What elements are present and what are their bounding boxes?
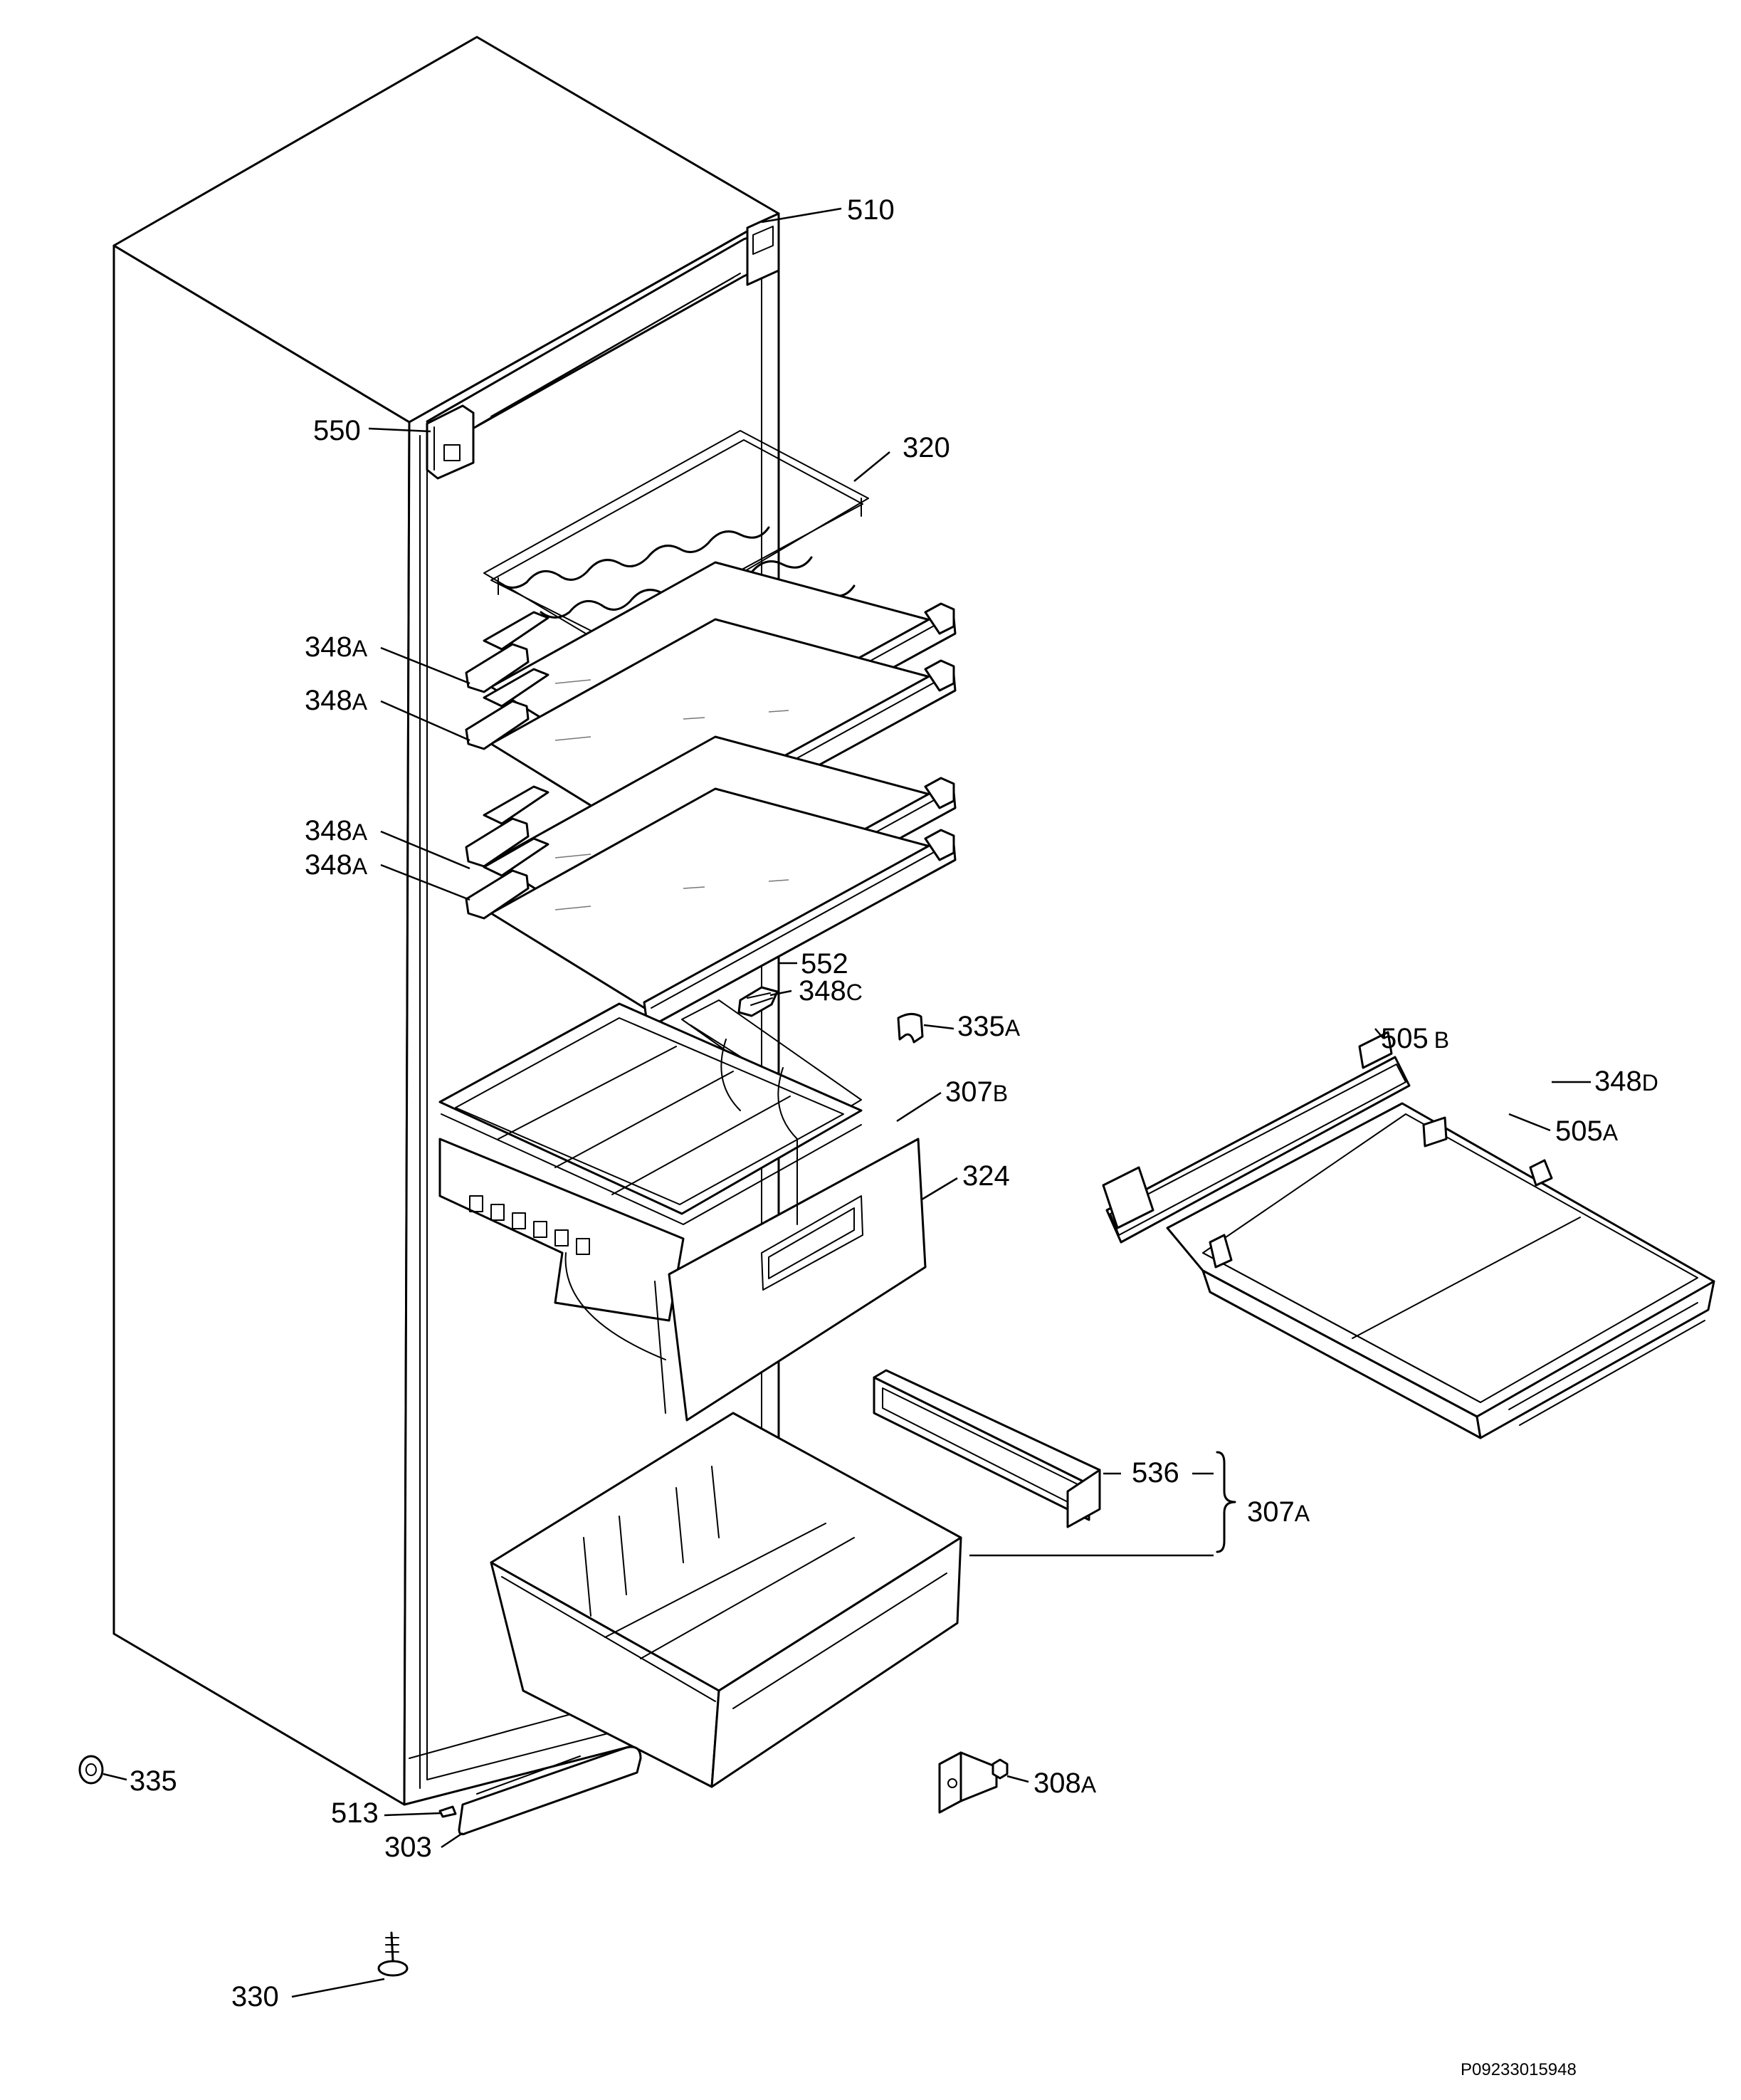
label-348a-1: 348A xyxy=(305,631,368,663)
label-348c: 348C xyxy=(799,975,863,1007)
part-labels: 510 550 320 348A 348A 348A 348A 552 348C… xyxy=(130,194,1658,2079)
base-grille-303 xyxy=(458,1745,642,1836)
label-513: 513 xyxy=(331,1797,379,1829)
hinge-308a xyxy=(938,1751,1009,1814)
label-550: 550 xyxy=(313,415,361,446)
label-552: 552 xyxy=(801,948,848,980)
label-308a: 308A xyxy=(1033,1768,1097,1799)
label-536: 536 xyxy=(1132,1457,1179,1489)
bracket-552 xyxy=(737,986,779,1017)
label-324: 324 xyxy=(962,1160,1010,1192)
label-510: 510 xyxy=(847,194,895,226)
label-335: 335 xyxy=(130,1765,177,1797)
screw-330 xyxy=(377,1931,409,1977)
label-505a: 505A xyxy=(1555,1115,1619,1147)
label-320: 320 xyxy=(903,432,950,463)
label-348d: 348D xyxy=(1594,1066,1658,1097)
drawing-code: P09233015948 xyxy=(1461,2060,1577,2079)
label-348a-2: 348A xyxy=(305,685,368,716)
label-348a-4: 348A xyxy=(305,849,368,881)
label-307a: 307A xyxy=(1247,1496,1310,1528)
clip-335a xyxy=(897,1013,924,1044)
glass-shelves-348a xyxy=(465,561,957,1024)
part-513 xyxy=(438,1805,457,1818)
shelf-assembly-348d xyxy=(1102,1031,1715,1439)
leader-lines xyxy=(102,207,1591,1998)
glass-shelf-4 xyxy=(465,787,957,1024)
label-330: 330 xyxy=(231,1981,279,2012)
label-348a-3: 348A xyxy=(305,815,368,846)
crisper-drawer-324 xyxy=(438,1002,927,1422)
foot-335 xyxy=(78,1755,104,1785)
label-335a: 335A xyxy=(957,1011,1021,1042)
drawer-rail-details xyxy=(469,1195,590,1255)
label-307b: 307B xyxy=(945,1076,1008,1108)
top-hinge-cover-510 xyxy=(426,212,780,440)
bottom-drawer-307a xyxy=(490,1412,962,1788)
divider-536 xyxy=(873,1369,1101,1528)
hinge-550 xyxy=(426,404,475,480)
label-303: 303 xyxy=(384,1832,432,1863)
